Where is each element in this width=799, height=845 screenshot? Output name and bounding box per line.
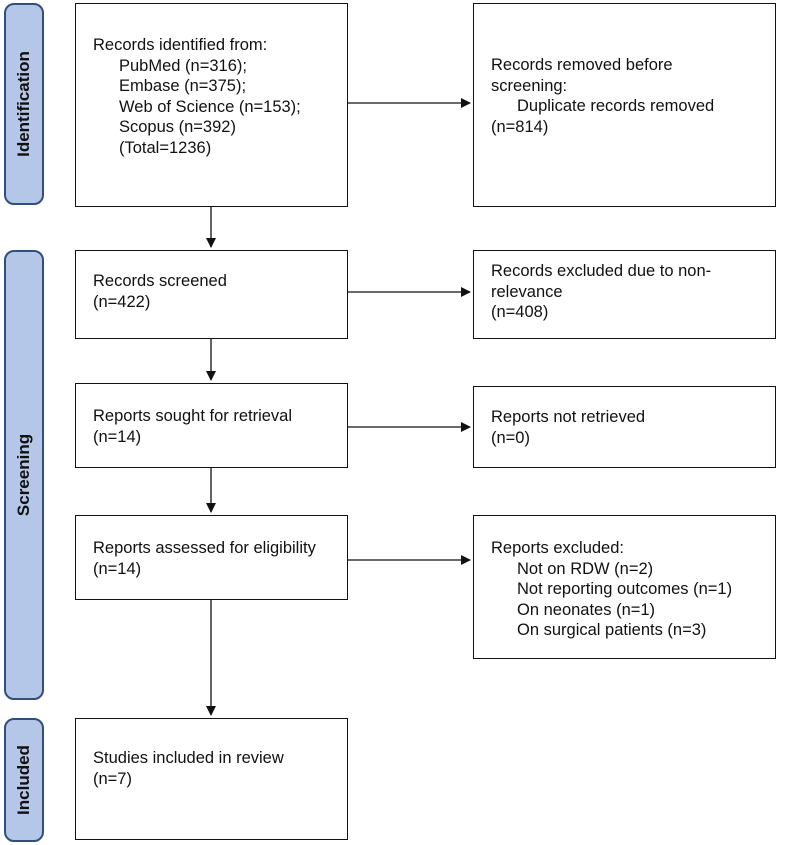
records-screened-box: Records screened (n=422) <box>75 250 348 339</box>
records-screened-title: Records screened <box>93 272 227 290</box>
reports-not-retrieved-count: (n=0) <box>491 428 530 447</box>
source-embase: Embase (n=375); <box>119 77 247 95</box>
records-identified-title: Records identified from: <box>93 36 268 54</box>
stage-tab-included: Included <box>4 718 44 842</box>
records-excluded-count: (n=408) <box>491 303 549 321</box>
excluded-on-surgical-patients: On surgical patients (n=3) <box>517 621 707 639</box>
reports-not-retrieved-box: Reports not retrieved (n=0) <box>473 386 776 468</box>
source-scopus: Scopus (n=392) <box>119 118 236 136</box>
records-screened-count: (n=422) <box>93 292 151 311</box>
reports-assessed-box: Reports assessed for eligibility (n=14) <box>75 515 348 600</box>
records-identified-box: Records identified from: PubMed (n=316);… <box>75 3 348 207</box>
excluded-on-neonates: On neonates (n=1) <box>517 600 656 619</box>
studies-included-box: Studies included in review (n=7) <box>75 718 348 840</box>
records-removed-box: Records removed before screening: Duplic… <box>473 3 776 207</box>
duplicate-records-label: Duplicate records removed <box>517 97 715 115</box>
source-web-of-science: Web of Science (n=153); <box>119 97 301 116</box>
excluded-not-on-rdw: Not on RDW (n=2) <box>517 559 654 578</box>
stage-tab-screening: Screening <box>4 250 44 700</box>
reports-sought-title: Reports sought for retrieval <box>93 407 293 425</box>
records-excluded-box: Records excluded due to non- relevance (… <box>473 250 776 339</box>
reports-sought-count: (n=14) <box>93 427 142 446</box>
reports-not-retrieved-title: Reports not retrieved <box>491 408 646 426</box>
reports-assessed-count: (n=14) <box>93 559 142 578</box>
reports-excluded-title: Reports excluded: <box>491 539 624 557</box>
stage-label-screening: Screening <box>14 433 33 517</box>
stage-label-included: Included <box>14 745 33 815</box>
studies-included-count: (n=7) <box>93 769 132 788</box>
records-removed-subtitle: screening: <box>491 76 568 95</box>
stage-tab-identification: Identification <box>4 3 44 205</box>
reports-assessed-title: Reports assessed for eligibility <box>93 539 316 557</box>
records-excluded-subtitle: relevance <box>491 282 563 301</box>
excluded-not-reporting-outcomes: Not reporting outcomes (n=1) <box>517 580 733 598</box>
records-removed-count: (n=814) <box>491 117 549 136</box>
records-excluded-title: Records excluded due to non- <box>491 262 712 280</box>
records-total: (Total=1236) <box>119 138 212 157</box>
stage-label-identification: Identification <box>14 51 33 157</box>
studies-included-title: Studies included in review <box>93 749 284 767</box>
records-removed-title: Records removed before <box>491 56 673 74</box>
reports-excluded-box: Reports excluded: Not on RDW (n=2) Not r… <box>473 515 776 659</box>
source-pubmed: PubMed (n=316); <box>119 56 247 75</box>
reports-sought-box: Reports sought for retrieval (n=14) <box>75 383 348 468</box>
